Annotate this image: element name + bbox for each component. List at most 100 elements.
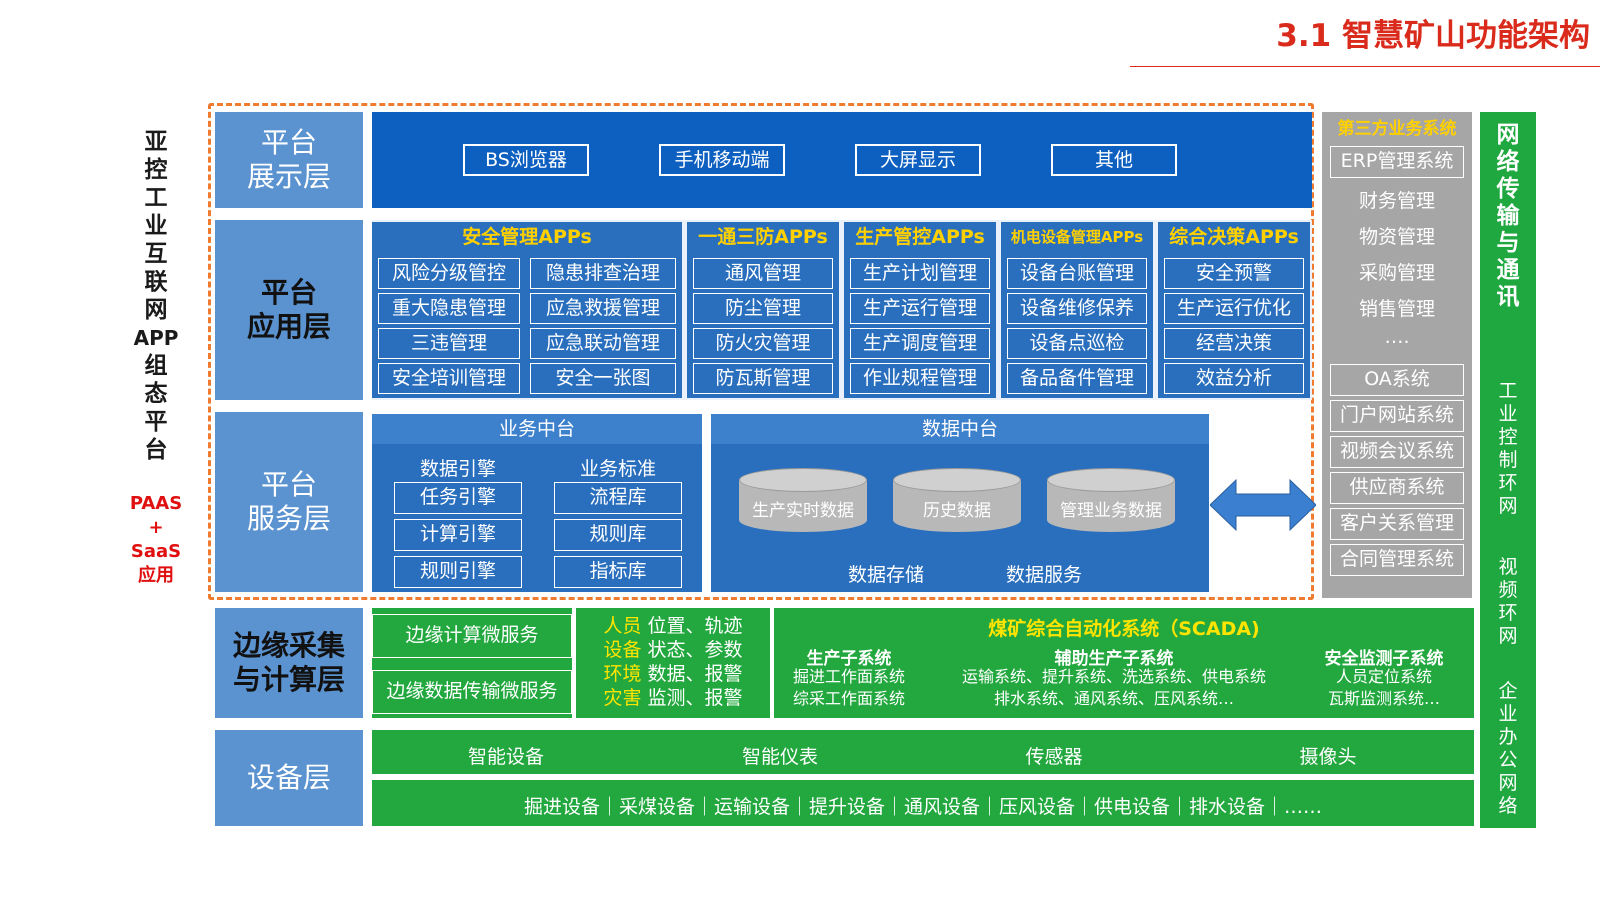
app-item: 防尘管理 <box>693 293 833 324</box>
layer-label-line: 平台 <box>260 126 317 159</box>
side-label-char: 业 <box>144 213 168 239</box>
layer-label-line: 服务层 <box>246 502 331 535</box>
side-label-char: 工 <box>144 185 168 211</box>
scada-line: 运输系统、提升系统、洗选系统、供电系统 <box>961 667 1266 686</box>
display-band <box>372 112 1312 208</box>
network-char: 视 <box>1498 556 1518 578</box>
double-arrow-icon <box>1210 478 1316 532</box>
industrial-ring-network: 工 业 控 制 环 网 <box>1480 380 1536 518</box>
scada-line: 人员定位系统 <box>1335 667 1432 686</box>
network-title-char: 通 <box>1496 257 1520 283</box>
system-box: 供应商系统 <box>1330 472 1464 504</box>
database-cylinder: 生产实时数据 <box>739 468 867 532</box>
network-title-char: 网 <box>1496 122 1520 148</box>
network-title-char: 与 <box>1496 230 1520 256</box>
sensing-line: 灾害 监测、报警 <box>576 686 770 710</box>
layer-label-line: 应用层 <box>246 310 331 343</box>
data-service-label: 数据服务 <box>1005 564 1082 586</box>
app-item: 生产运行优化 <box>1164 293 1304 324</box>
business-center-title: 业务中台 <box>372 414 702 444</box>
app-item: 隐患排查治理 <box>530 258 676 289</box>
app-item: 三违管理 <box>378 328 520 359</box>
layer-label-apps: 平台 应用层 <box>215 220 363 400</box>
app-item: 生产运行管理 <box>850 293 990 324</box>
apps-equipment-title: 机电设备管理APPs <box>1010 228 1144 246</box>
network-char: 络 <box>1498 795 1518 817</box>
network-char: 公 <box>1498 749 1518 771</box>
scada-panel: 煤矿综合自动化系统（SCADA) 生产子系统 掘进工作面系统 综采工作面系统 辅… <box>774 608 1474 718</box>
app-item: 防火灾管理 <box>693 328 833 359</box>
display-item-big-screen: 大屏显示 <box>855 144 981 176</box>
erp-item: 财务管理 <box>1358 190 1435 212</box>
network-char: 业 <box>1498 703 1518 725</box>
network-char: 业 <box>1498 403 1518 425</box>
side-label-char: 台 <box>144 437 168 463</box>
side-label-char: 控 <box>144 157 168 183</box>
apps-ventilation-title: 一通三防APPs <box>698 226 828 248</box>
system-box: OA系统 <box>1330 364 1464 396</box>
network-char: 网 <box>1498 625 1518 647</box>
network-char: 频 <box>1498 579 1518 601</box>
device-row-bottom <box>372 780 1474 826</box>
side-red-line: PAAS <box>129 493 183 514</box>
network-char: 网 <box>1498 772 1518 794</box>
scada-title: 煤矿综合自动化系统（SCADA) <box>988 618 1260 640</box>
layer-label-line: 展示层 <box>246 160 331 193</box>
side-label-paas: PAAS + SaaS 应用 <box>128 492 184 588</box>
sensing-text: 状态、参数 <box>647 639 743 661</box>
device-item: 传感器 <box>1025 746 1083 768</box>
data-engine-label: 数据引擎 <box>419 458 496 480</box>
app-item: 效益分析 <box>1164 363 1304 394</box>
app-item: 风险分级管控 <box>378 258 520 289</box>
database-label: 生产实时数据 <box>752 501 854 521</box>
network-char: 制 <box>1498 449 1518 471</box>
app-item: 设备台账管理 <box>1007 258 1147 289</box>
side-label-char: 网 <box>144 297 168 323</box>
sensing-key: 设备 <box>603 639 642 661</box>
app-item: 经营决策 <box>1164 328 1304 359</box>
sensing-key: 人员 <box>603 615 642 637</box>
device-item: 摄像头 <box>1299 746 1357 768</box>
network-char: 控 <box>1498 426 1518 448</box>
layer-label-line: 平台 <box>260 468 317 501</box>
office-network: 企 业 办 公 网 络 <box>1480 680 1536 818</box>
system-box: 客户关系管理 <box>1330 508 1464 540</box>
apps-decision-panel: 综合决策APPs 安全预警 生产运行优化 经营决策 效益分析 <box>1158 222 1310 398</box>
scada-production-title: 生产子系统 <box>806 649 892 669</box>
side-red-line: 应用 <box>138 565 174 586</box>
side-label-char: 组 <box>144 353 168 379</box>
scada-line: 瓦斯监测系统… <box>1327 689 1440 708</box>
apps-equipment-panel: 机电设备管理APPs 设备台账管理 设备维修保养 设备点巡检 备品备件管理 <box>1001 222 1153 398</box>
display-item-other: 其他 <box>1051 144 1177 176</box>
sensing-key: 环境 <box>603 663 642 685</box>
database-cylinder: 历史数据 <box>893 468 1021 532</box>
app-item: 安全培训管理 <box>378 363 520 394</box>
network-title-char: 络 <box>1496 149 1520 175</box>
edge-service-item: 边缘数据传输微服务 <box>372 670 572 714</box>
side-label-char: 互 <box>144 241 168 267</box>
display-item-mobile: 手机移动端 <box>659 144 785 176</box>
sensing-key: 灾害 <box>603 687 642 709</box>
sensing-panel: 人员 位置、轨迹 设备 状态、参数 环境 数据、报警 灾害 监测、报警 <box>576 608 770 718</box>
apps-safety-title: 安全管理APPs <box>462 226 592 248</box>
scada-auxiliary-title: 辅助生产子系统 <box>1054 649 1174 669</box>
database-label: 管理业务数据 <box>1060 501 1162 521</box>
system-box: 视频会议系统 <box>1330 436 1464 468</box>
network-char: 工 <box>1498 380 1518 402</box>
engine-item: 规则引擎 <box>394 556 522 588</box>
app-item: 防瓦斯管理 <box>693 363 833 394</box>
database-cylinder: 管理业务数据 <box>1047 468 1175 532</box>
edge-services-panel: 边缘计算微服务 边缘数据传输微服务 <box>372 608 572 718</box>
sensing-line: 人员 位置、轨迹 <box>576 614 770 638</box>
business-center-panel: 业务中台 数据引擎 业务标准 任务引擎 计算引擎 规则引擎 流程库 规则库 指标… <box>372 414 702 592</box>
side-label-char: 态 <box>144 381 168 407</box>
layer-label-line: 与计算层 <box>232 663 345 696</box>
side-label-char: 亚 <box>144 129 168 155</box>
scada-line: 综采工作面系统 <box>792 689 905 708</box>
apps-production-title: 生产管控APPs <box>855 226 985 248</box>
network-title: 网 络 传 输 与 通 讯 <box>1480 122 1536 311</box>
standard-item: 规则库 <box>554 519 682 551</box>
layer-label-device: 设备层 <box>215 730 363 826</box>
side-red-line: SaaS <box>130 541 182 562</box>
app-item: 安全一张图 <box>530 363 676 394</box>
